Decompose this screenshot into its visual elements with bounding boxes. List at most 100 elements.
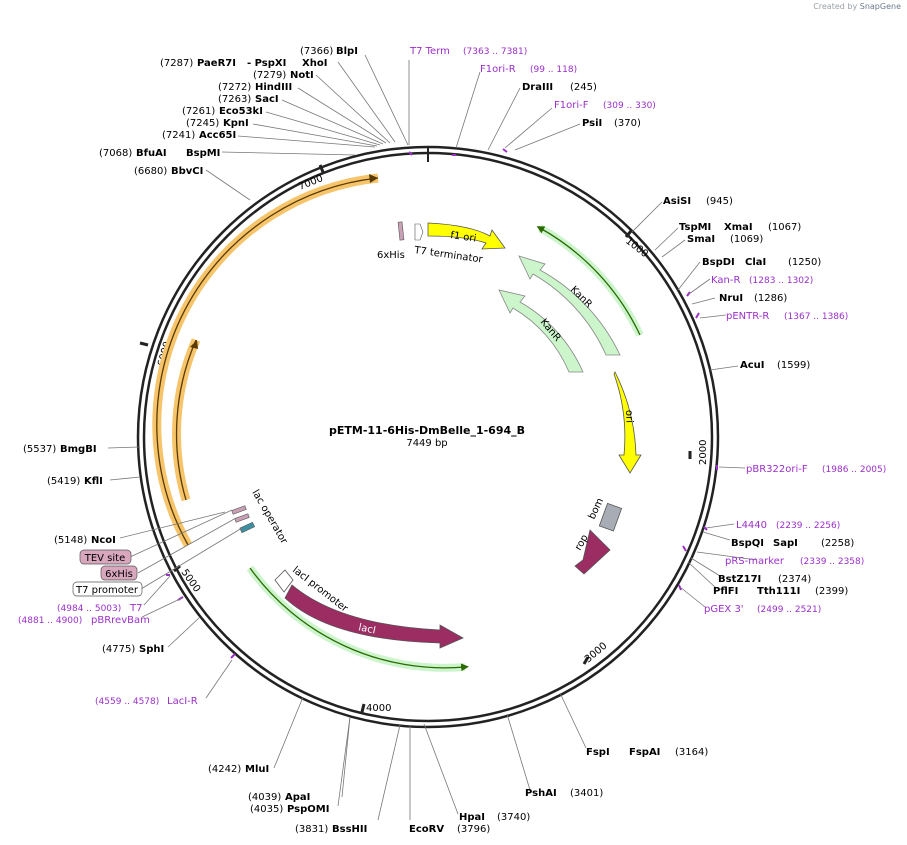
site-bstz17i: BstZ17I (718, 574, 761, 585)
tev-site-label: TEV site (84, 553, 126, 564)
site-blpi: BlpI (336, 46, 358, 57)
site-pos-sphi: (4775) (102, 644, 135, 655)
site-pos-hpai: (3740) (497, 812, 530, 823)
sixhis-box (100, 565, 138, 581)
site-bsshii: BssHII (332, 824, 367, 835)
site-laci-r: LacI-R (167, 696, 198, 707)
site-f1orir: F1ori-R (480, 64, 516, 75)
site-pshai: PshAI (525, 788, 557, 799)
insert-arc-outer-head (369, 174, 378, 183)
site-pos-l4440: (2239 .. 2256) (776, 521, 840, 531)
site-t7: T7 (129, 603, 142, 614)
kanr-outer-arc-line (536, 226, 641, 336)
site-draiii: DraIII (522, 82, 553, 93)
tick-label-1000: 1000 (623, 236, 650, 260)
site-pos-fspi: (3164) (675, 747, 708, 758)
site-pos-bstz17i: (2374) (778, 574, 811, 585)
site-bspqi: BspQI (731, 538, 764, 549)
site-acui: AcuI (740, 360, 765, 371)
tick-label-2000: 2000 (698, 440, 709, 465)
ori-label: ori (623, 410, 634, 423)
site-ecorv: EcoRV (409, 824, 444, 835)
site-apai: ApaI (285, 792, 310, 803)
insert-arc-outer-line (156, 177, 379, 546)
site-t7term: T7 Term (409, 46, 450, 57)
site-l4440: L4440 (736, 520, 767, 531)
site-bbvci: BbvCI (171, 166, 203, 177)
site-pos-saci: (7263) (218, 94, 251, 105)
site-sphi: SphI (139, 644, 164, 655)
site-tspmi: TspMI (679, 222, 711, 233)
site-pflfi: PflFI (713, 586, 738, 597)
tick-label-4000: 4000 (366, 703, 391, 714)
site-hindiii: HindIII (255, 82, 292, 93)
site-pos-pbrrev: (4881 .. 4900) (18, 616, 82, 626)
site-pbr322: pBR322ori-F (746, 464, 808, 475)
laci-arrow (284, 584, 464, 649)
bom-box (598, 502, 623, 532)
laci-promoter-arrow (274, 569, 294, 593)
site-pos-bbvci: (6680) (134, 166, 167, 177)
t7-terminator-label: T7 terminator (413, 245, 485, 266)
site-pos-mlui: (4242) (208, 764, 241, 775)
site-pos-pbr322: (1986 .. 2005) (822, 465, 886, 475)
site-pos-bspdi: (1250) (788, 257, 821, 268)
site-pos-apai: (4039) (248, 792, 281, 803)
t7-promoter-box-label-bg (72, 581, 143, 597)
lac-operator-box-2 (234, 513, 250, 523)
site-pos-kanr-primer: (1283 .. 1302) (749, 276, 813, 286)
laci-label: lacI (357, 622, 376, 636)
site-psii: PsiI (582, 118, 602, 129)
site-nrui: NruI (719, 293, 743, 304)
site-pos-psii: (370) (614, 118, 641, 129)
site-pos-blpi: (7366) (300, 46, 333, 57)
t7-promoter-box (239, 521, 256, 534)
site-clai: ClaI (745, 257, 766, 268)
site-labels: (7366) BlpI (7287) PaeR7I - PspXI XhoI (… (18, 46, 886, 835)
site-pos-pentrr: (1367 .. 1386) (784, 312, 848, 322)
site-pspxi: - PspXI (247, 58, 286, 69)
site-bfuai: BfuAI (136, 148, 167, 159)
sixhis-box-label: 6xHis (105, 569, 133, 580)
snapgene-credit: Created by SnapGene (813, 2, 901, 11)
site-pos-bmgbi: (5537) (23, 444, 56, 455)
site-pgex3: pGEX 3' (704, 604, 744, 615)
site-acc65i: Acc65I (199, 130, 236, 141)
site-pos-hindiii: (7272) (218, 82, 251, 93)
site-pos-bspqi: (2258) (821, 538, 854, 549)
tick-label-3000: 3000 (583, 641, 610, 666)
site-pos-pshai: (3401) (570, 788, 603, 799)
site-pbrrev: pBRrevBam (91, 615, 150, 626)
site-pos-ncoi: (5148) (54, 535, 87, 546)
site-pos-noti: (7279) (253, 70, 286, 81)
site-pos-kpni: (7245) (186, 118, 219, 129)
site-pos-pgex3: (2499 .. 2521) (757, 605, 821, 615)
leader-lines (107, 54, 758, 821)
credit-prefix: Created by (813, 2, 858, 11)
insert-arc-inner-head (190, 340, 198, 349)
site-prs: pRS-marker (725, 556, 785, 567)
site-pos-acc65i: (7241) (162, 130, 195, 141)
site-smai: SmaI (687, 234, 715, 245)
site-bmgbi: BmgBI (60, 444, 97, 455)
site-pos-bfuai: (7068) (99, 148, 132, 159)
site-saci: SacI (255, 94, 279, 105)
site-pos-t7term: (7363 .. 7381) (463, 47, 527, 57)
site-noti: NotI (290, 70, 314, 81)
kanr-arrow-1 (518, 255, 621, 356)
site-pspomi: PspOMI (287, 804, 329, 815)
site-bspdi: BspDI (702, 257, 735, 268)
insert-arc-inner-line (175, 339, 197, 501)
site-pos-acui: (1599) (777, 360, 810, 371)
site-pos-asisi: (945) (706, 196, 733, 207)
f1-ori-arrow (427, 222, 506, 250)
site-pos-draiii: (245) (570, 82, 597, 93)
site-kpni: KpnI (223, 118, 249, 129)
site-fspai: FspAI (629, 747, 660, 758)
lac-operator-box-1 (231, 505, 247, 515)
site-asisi: AsiSI (663, 196, 691, 207)
ori-arrow (613, 371, 642, 474)
f1-ori-label: f1 ori (450, 230, 477, 245)
site-fspi: FspI (586, 747, 610, 758)
t7-terminator-feature (414, 223, 424, 241)
